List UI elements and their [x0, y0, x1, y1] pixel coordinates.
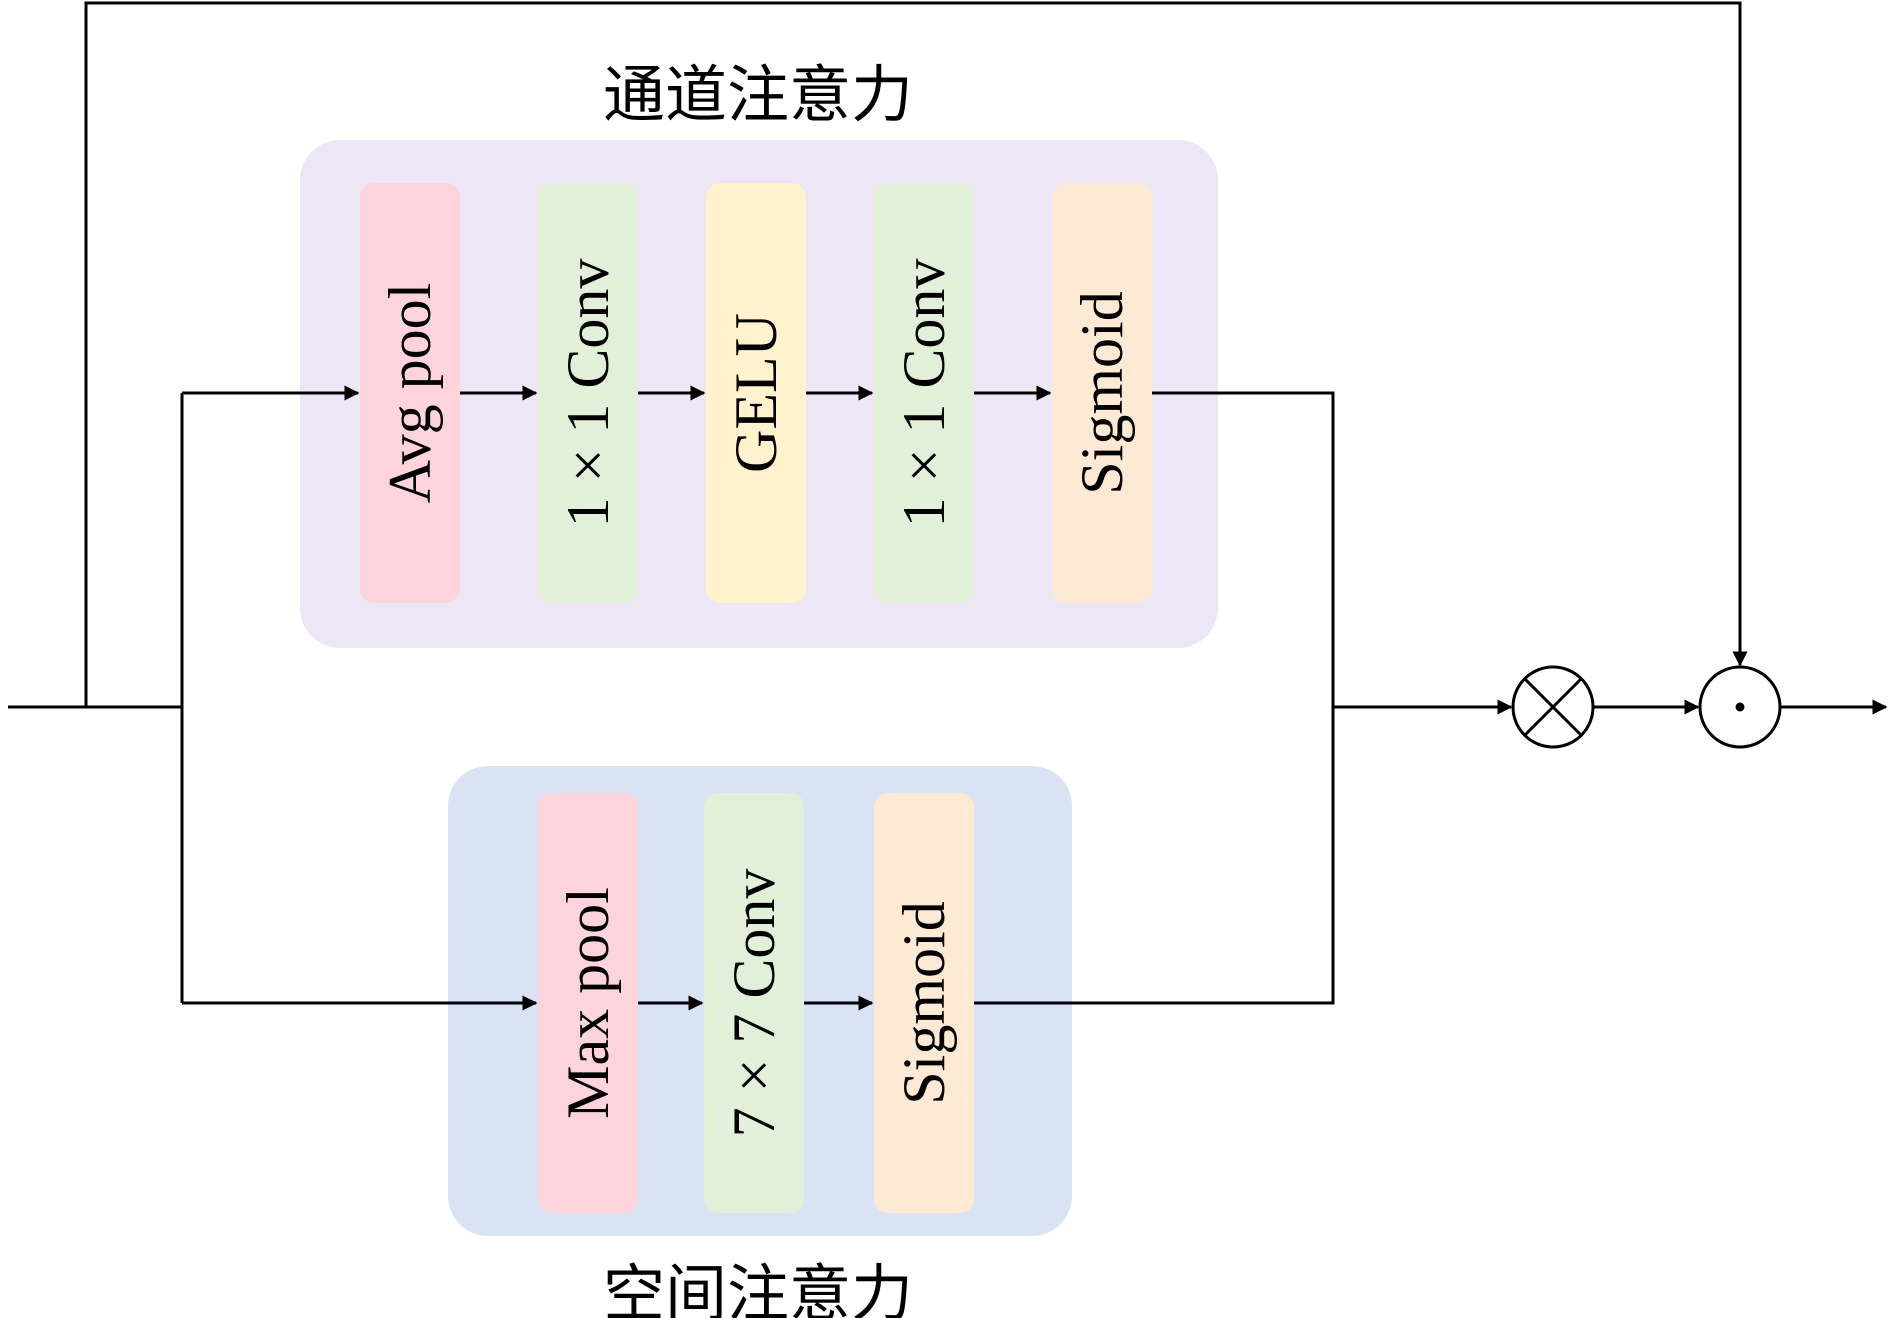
spatial-block-max-pool-label: Max pool — [555, 887, 621, 1119]
channel-block-gelu-label: GELU — [723, 313, 789, 473]
spatial-block-conv7-label: 7 × 7 Conv — [721, 869, 787, 1138]
dot-operator-center — [1735, 702, 1745, 712]
spatial-attention-title: 空间注意力 — [603, 1257, 913, 1318]
channel-block-conv2 — [874, 183, 974, 603]
spatial-output-line — [974, 707, 1335, 1005]
channel-block-conv2-label: 1 × 1 Conv — [891, 259, 957, 528]
spatial-block-max-pool — [538, 793, 638, 1213]
channel-block-sigmoid-label: Sigmoid — [1069, 291, 1135, 494]
channel-block-gelu — [706, 183, 806, 603]
channel-block-conv1-label: 1 × 1 Conv — [555, 259, 621, 528]
spatial-block-conv7 — [704, 793, 804, 1213]
spatial-block-sigmoid-label: Sigmoid — [891, 901, 957, 1104]
skip-connection — [84, 1, 1748, 707]
channel-block-sigmoid — [1052, 183, 1152, 603]
channel-block-avg-pool — [360, 183, 460, 603]
multiply-cross-b — [1523, 677, 1583, 737]
channel-output-line — [1152, 391, 1335, 707]
spatial-block-sigmoid — [874, 793, 974, 1213]
channel-block-avg-pool-label: Avg pool — [377, 283, 443, 504]
channel-block-conv1 — [538, 183, 638, 603]
channel-attention-title: 通道注意力 — [603, 58, 913, 131]
